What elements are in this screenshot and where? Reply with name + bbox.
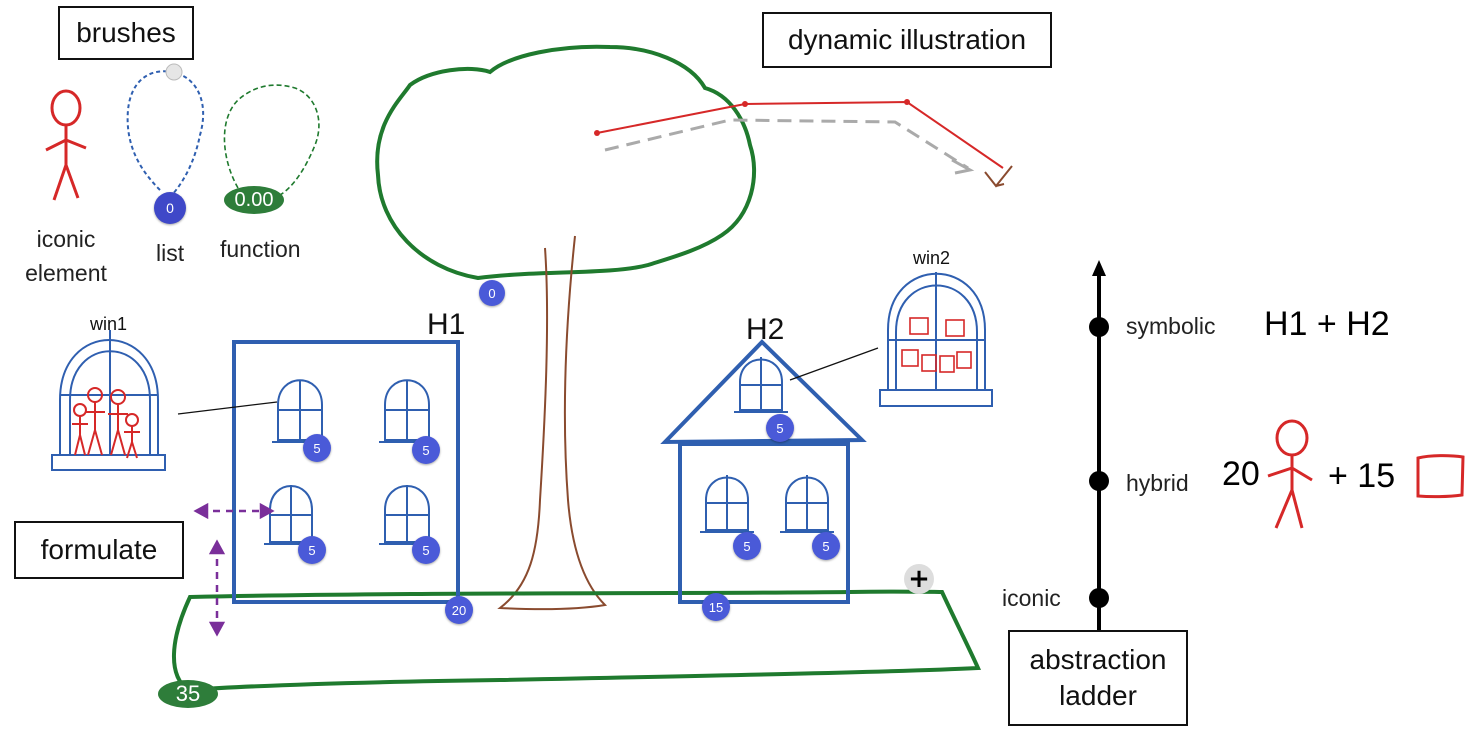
- list-label: list: [156, 240, 185, 266]
- win2-sample[interactable]: [879, 272, 993, 407]
- list-brush-badge[interactable]: 0: [154, 192, 186, 224]
- win2-squares: [901, 317, 972, 373]
- dynamic-path-red[interactable]: [596, 100, 1004, 169]
- hybrid-figure-icon: [1267, 419, 1313, 529]
- h2-label: H2: [746, 313, 785, 346]
- h1-window-badge[interactable]: 5: [412, 536, 440, 564]
- win2-connector: [789, 347, 879, 381]
- h1-label: H1: [427, 308, 466, 341]
- house-h1-body[interactable]: [232, 340, 460, 604]
- ladder-iconic-label: iconic: [1002, 585, 1061, 611]
- function-label: function: [220, 236, 301, 262]
- h1-window-badge[interactable]: 5: [303, 434, 331, 462]
- tree-count-badge[interactable]: 0: [479, 280, 505, 306]
- h2-total-badge[interactable]: 15: [702, 593, 730, 621]
- ladder-node-hybrid[interactable]: [1089, 471, 1109, 491]
- win1-connector: [177, 401, 278, 415]
- add-icon[interactable]: +: [904, 564, 934, 594]
- ladder-node-iconic[interactable]: [1089, 588, 1109, 608]
- function-brush-value[interactable]: 0.00: [224, 186, 284, 214]
- tree-canopy[interactable]: [375, 44, 757, 281]
- h1-total-badge[interactable]: 20: [445, 596, 473, 624]
- tree-trunk[interactable]: [497, 235, 608, 611]
- hybrid-count-a: 20: [1222, 455, 1260, 493]
- brushes-box: brushes: [58, 6, 194, 60]
- dynamic-path-preview: [604, 118, 969, 170]
- symbolic-formula: H1 + H2: [1264, 305, 1390, 343]
- h2-window-badge[interactable]: 5: [812, 532, 840, 560]
- win1-figures: [72, 387, 140, 459]
- h2-roof-window-badge[interactable]: 5: [766, 414, 794, 442]
- hybrid-plus-b: + 15: [1328, 457, 1396, 495]
- ground-shape[interactable]: [171, 589, 982, 693]
- ladder-node-symbolic[interactable]: [1089, 317, 1109, 337]
- house-h2-roof[interactable]: [660, 339, 867, 445]
- window-shape[interactable]: [264, 357, 834, 545]
- bird-icon: [984, 165, 1013, 188]
- hybrid-square-icon: [1416, 454, 1465, 499]
- iconic-element-brush[interactable]: [45, 89, 87, 201]
- ground-total-badge[interactable]: 35: [158, 680, 218, 708]
- iconic-element-label: iconic element: [25, 226, 107, 286]
- ladder-symbolic-label: symbolic: [1126, 313, 1216, 339]
- formulate-guides: [193, 502, 275, 637]
- h2-window-badge[interactable]: 5: [733, 532, 761, 560]
- win2-label: win2: [913, 248, 951, 268]
- abstraction-ladder-axis: [1089, 260, 1109, 630]
- dynamic-illustration-box: dynamic illustration: [762, 12, 1052, 68]
- h1-window-badge[interactable]: 5: [298, 536, 326, 564]
- house-h2-body[interactable]: [678, 442, 850, 604]
- win1-label: win1: [90, 314, 128, 334]
- formulate-box: formulate: [14, 521, 184, 579]
- abstraction-ladder-box: abstraction ladder: [1008, 630, 1188, 726]
- ladder-hybrid-label: hybrid: [1126, 470, 1189, 496]
- win1-sample[interactable]: [51, 330, 166, 471]
- list-brush[interactable]: [126, 70, 205, 196]
- h1-window-badge[interactable]: 5: [412, 436, 440, 464]
- function-brush[interactable]: [223, 84, 320, 196]
